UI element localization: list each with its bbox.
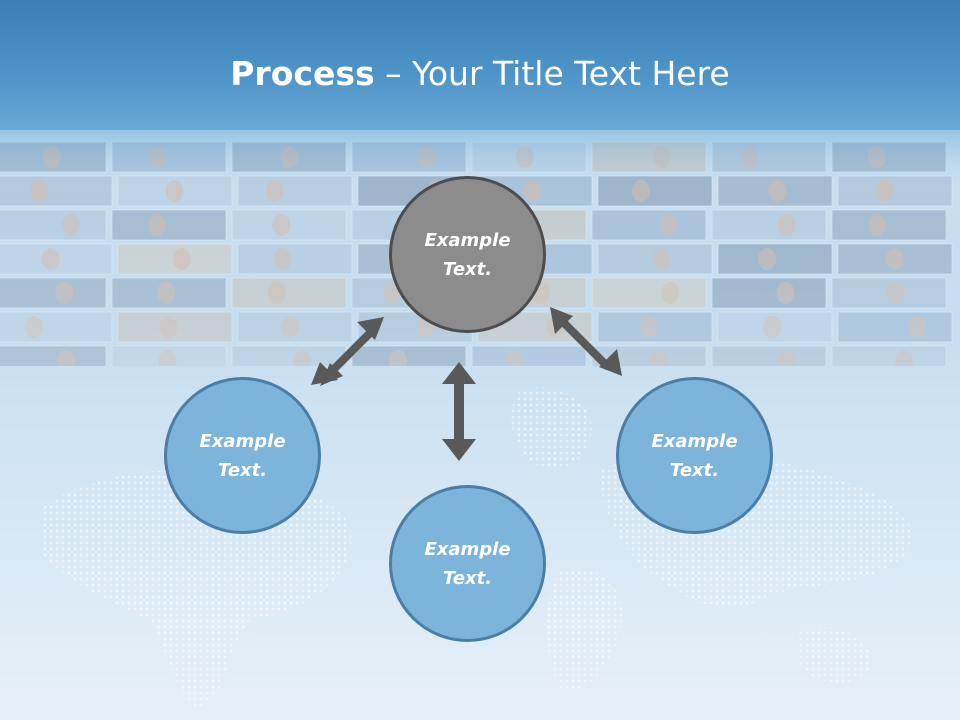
right-node-line1: Example bbox=[651, 430, 738, 452]
title-bar bbox=[0, 0, 960, 130]
double-arrow-center-right bbox=[550, 307, 622, 376]
center-node-line2: Text. bbox=[442, 258, 493, 280]
bottom-node-line1: Example bbox=[424, 538, 511, 560]
title-rest: – Your Title Text Here bbox=[374, 54, 730, 93]
right-node: Example Text. bbox=[616, 377, 773, 534]
left-node: Example Text. bbox=[164, 377, 321, 534]
center-node: Example Text. bbox=[389, 176, 546, 333]
double-arrow-center-bottom bbox=[442, 362, 476, 461]
center-node-line1: Example bbox=[424, 229, 511, 251]
left-node-line1: Example bbox=[199, 430, 286, 452]
title-bold: Process bbox=[230, 54, 375, 93]
left-node-line2: Text. bbox=[217, 459, 268, 481]
right-node-line2: Text. bbox=[669, 459, 720, 481]
slide-title: Process – Your Title Text Here bbox=[0, 52, 960, 96]
double-arrow-center-left bbox=[311, 317, 384, 386]
bottom-node-line2: Text. bbox=[442, 567, 493, 589]
bottom-node: Example Text. bbox=[389, 485, 546, 642]
